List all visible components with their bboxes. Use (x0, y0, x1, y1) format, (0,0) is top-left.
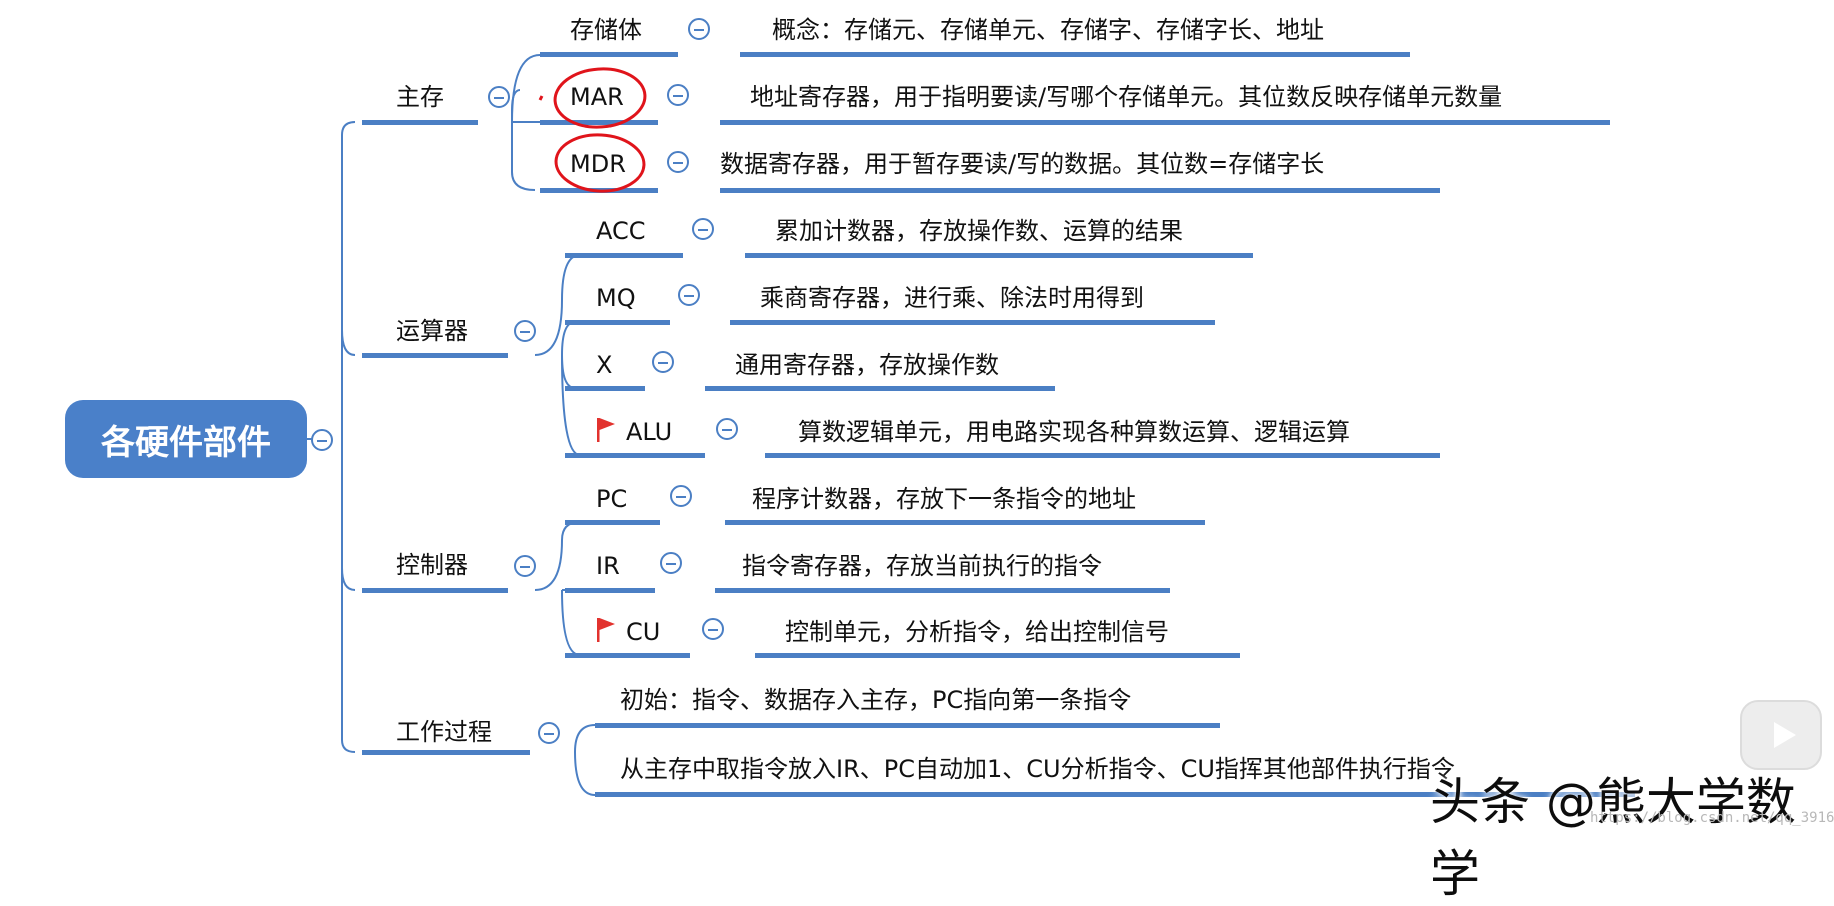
node-mar[interactable]: MAR (570, 83, 624, 111)
collapse-toggle-acc[interactable] (692, 218, 714, 240)
collapse-toggle-root[interactable] (311, 429, 333, 451)
collapse-toggle-workflow[interactable] (538, 722, 560, 744)
play-button[interactable] (1740, 700, 1822, 770)
branch-alu-unit[interactable]: 运算器 (396, 317, 468, 345)
node-storage[interactable]: 存储体 (570, 16, 642, 44)
collapse-toggle-x[interactable] (652, 351, 674, 373)
collapse-toggle-alu-unit[interactable] (514, 320, 536, 342)
root-node[interactable]: 各硬件部件 (65, 400, 307, 478)
annotation-circles (538, 67, 647, 193)
collapse-toggle-main-memory[interactable] (488, 86, 510, 108)
collapse-toggle-mdr[interactable] (667, 151, 689, 173)
workflow-step-2: 从主存中取指令放入IR、PC自动加1、CU分析指令、CU指挥其他部件执行指令 (620, 755, 1455, 783)
node-ir[interactable]: IR (596, 552, 620, 580)
branch-main-memory[interactable]: 主存 (396, 83, 444, 111)
node-acc[interactable]: ACC (596, 217, 646, 245)
desc-cu: 控制单元，分析指令，给出控制信号 (785, 618, 1169, 646)
collapse-toggle-mq[interactable] (678, 284, 700, 306)
desc-acc: 累加计数器，存放操作数、运算的结果 (775, 217, 1183, 245)
node-pc[interactable]: PC (596, 485, 628, 513)
collapse-toggle-controller[interactable] (514, 555, 536, 577)
collapse-toggle-cu[interactable] (702, 618, 724, 640)
desc-storage: 概念：存储元、存储单元、存储字、存储字长、地址 (772, 16, 1324, 44)
node-x[interactable]: X (596, 351, 613, 379)
node-mq[interactable]: MQ (596, 284, 636, 312)
desc-alu: 算数逻辑单元，用电路实现各种算数运算、逻辑运算 (798, 418, 1350, 446)
watermark: 头条 @熊大学数学 (1430, 773, 1796, 903)
collapse-toggle-ir[interactable] (660, 552, 682, 574)
collapse-toggle-storage[interactable] (688, 18, 710, 40)
desc-x: 通用寄存器，存放操作数 (735, 351, 999, 379)
desc-mq: 乘商寄存器，进行乘、除法时用得到 (760, 284, 1144, 312)
branch-workflow[interactable]: 工作过程 (396, 718, 492, 746)
node-cu[interactable]: CU (626, 618, 661, 646)
desc-mar: 地址寄存器，用于指明要读/写哪个存储单元。其位数反映存储单元数量 (750, 83, 1503, 111)
collapse-toggle-alu[interactable] (716, 418, 738, 440)
flag-icon (597, 618, 615, 642)
url-watermark: https://blog.csdn.net/qq_39163034 (1590, 810, 1834, 826)
workflow-step-1: 初始：指令、数据存入主存，PC指向第一条指令 (620, 686, 1132, 714)
desc-ir: 指令寄存器，存放当前执行的指令 (742, 552, 1102, 580)
collapse-toggle-pc[interactable] (670, 485, 692, 507)
collapse-toggle-mar[interactable] (667, 84, 689, 106)
node-alu[interactable]: ALU (626, 418, 673, 446)
flag-icon (597, 418, 615, 442)
desc-mdr: 数据寄存器，用于暂存要读/写的数据。其位数=存储字长 (720, 150, 1325, 178)
desc-pc: 程序计数器，存放下一条指令的地址 (752, 485, 1136, 513)
mind-map-lines (307, 52, 1635, 797)
branch-controller[interactable]: 控制器 (396, 551, 468, 579)
node-mdr[interactable]: MDR (570, 150, 626, 178)
